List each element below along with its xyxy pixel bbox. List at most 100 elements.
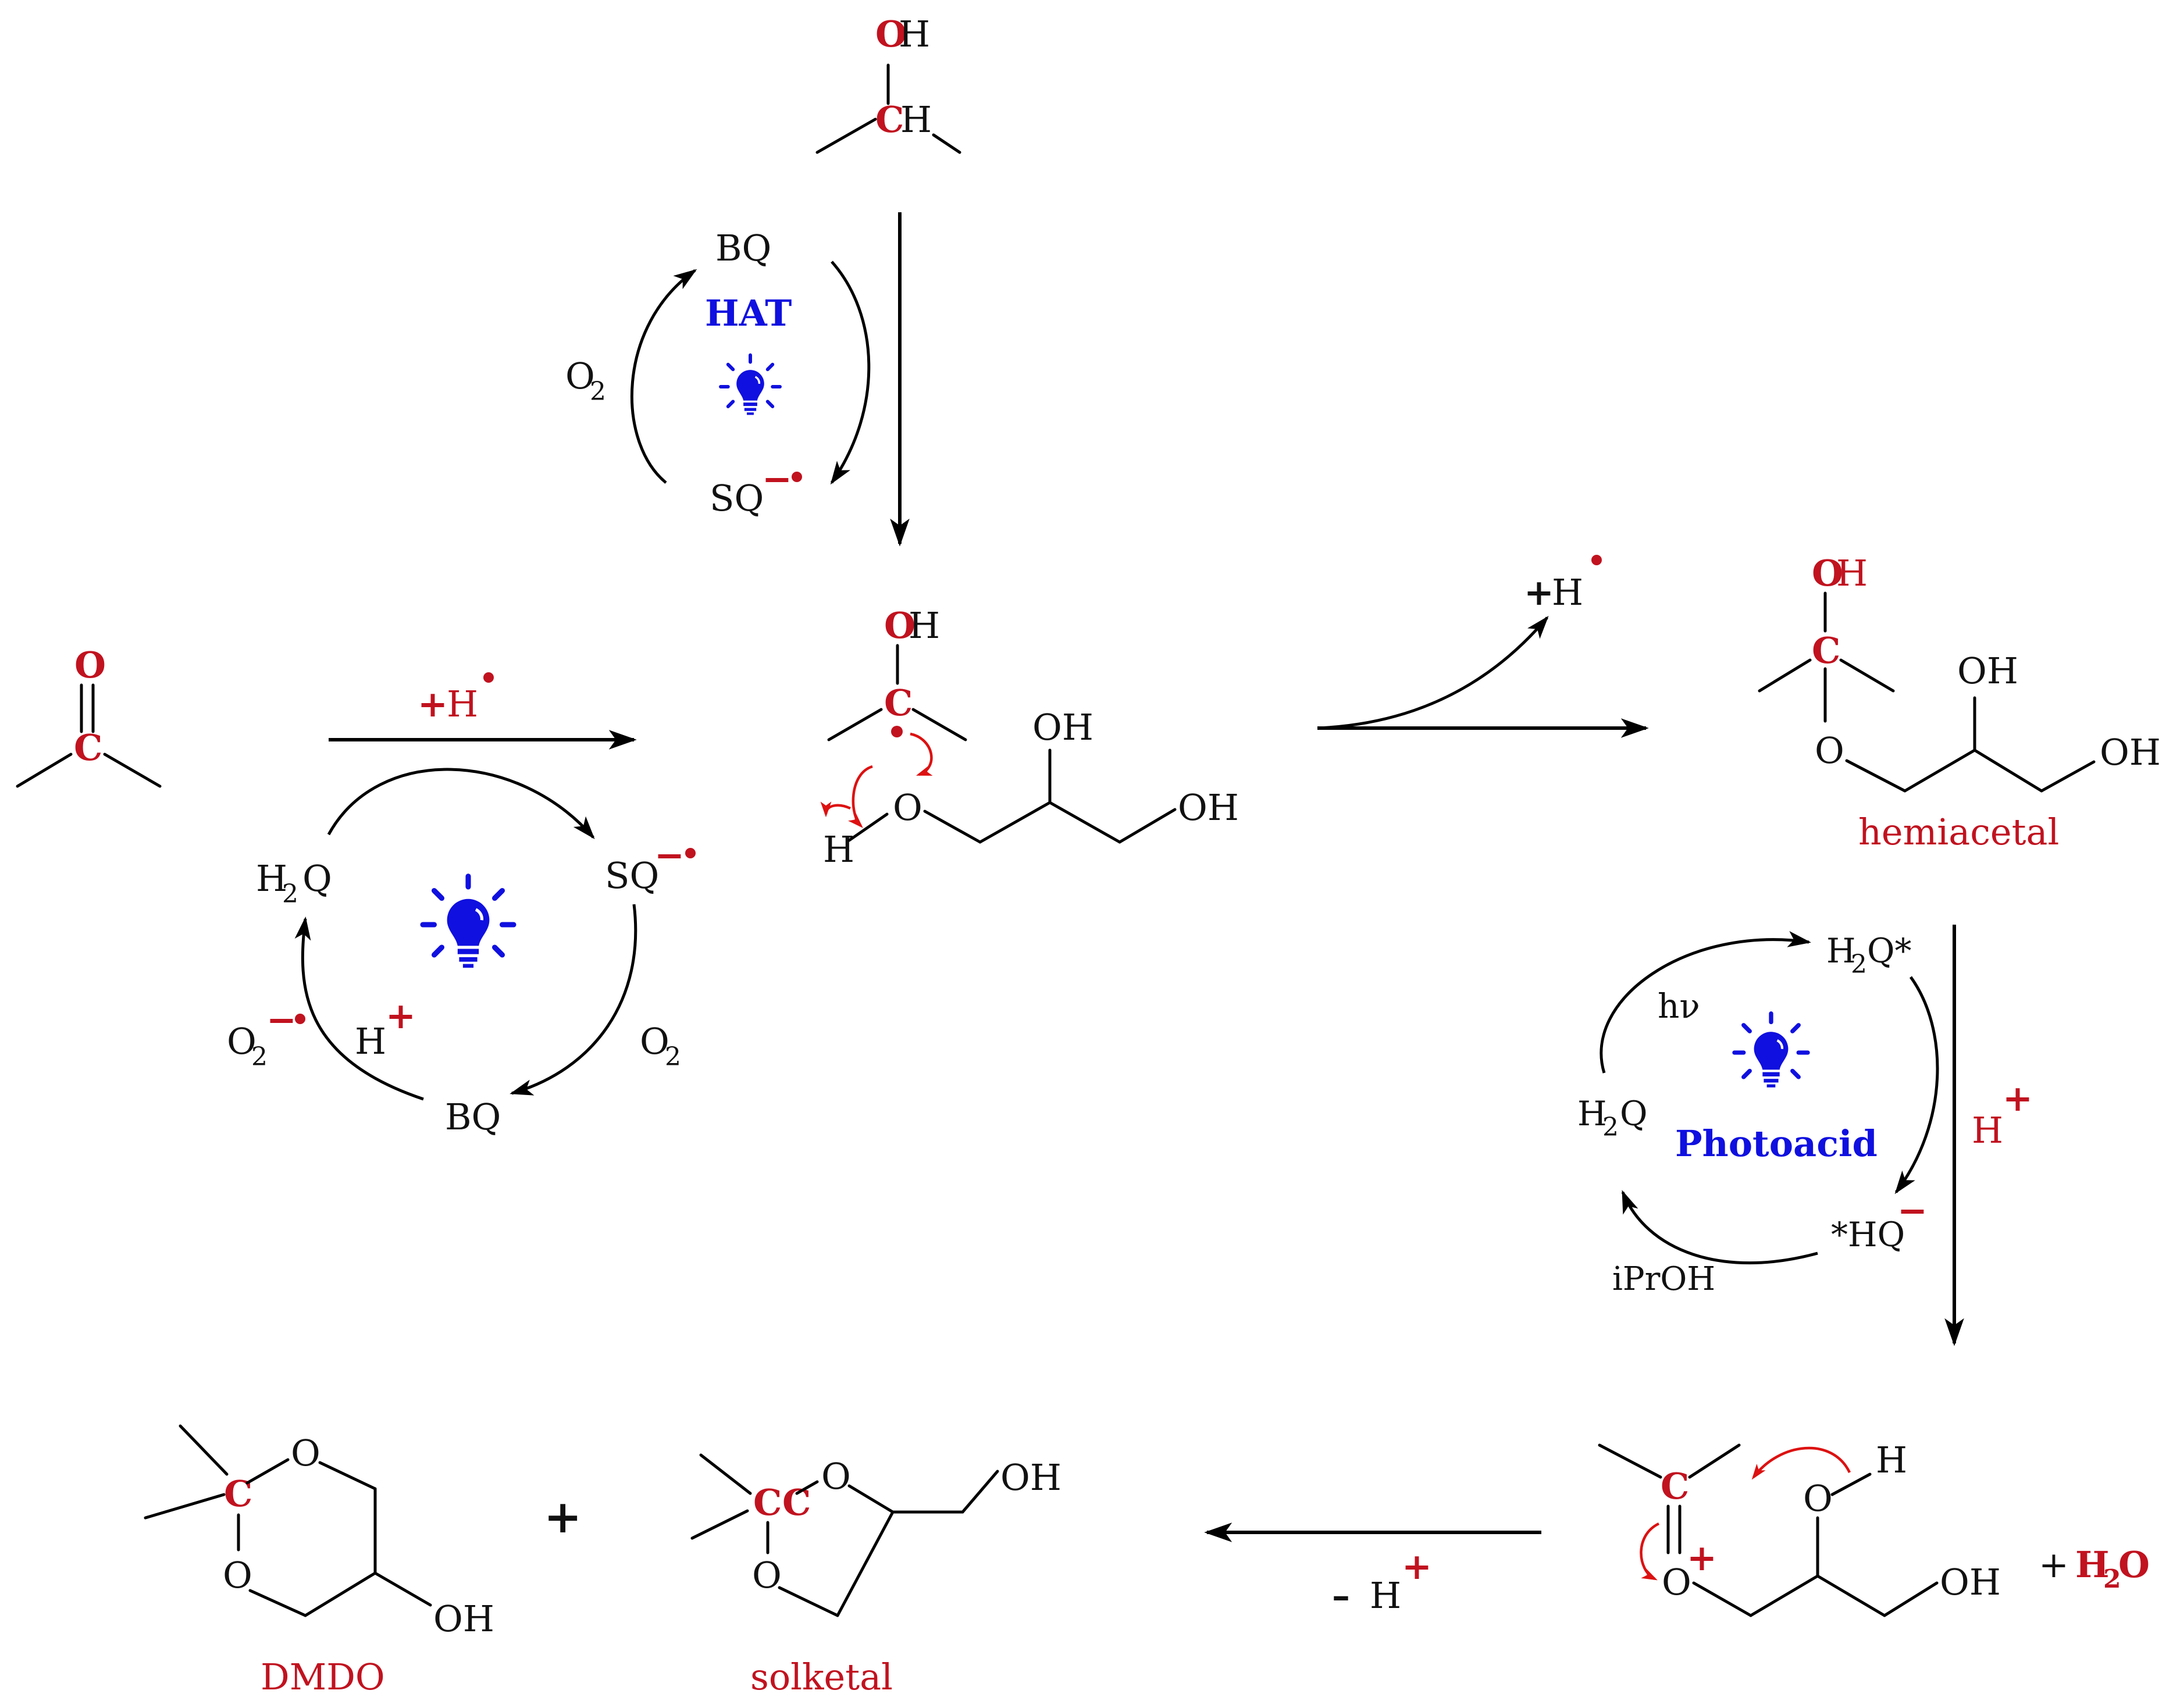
cycle-arrow (630, 269, 697, 484)
svg-text:2: 2 (1602, 1112, 1619, 1142)
o2-label: O (640, 1020, 669, 1062)
electron-arrow (910, 732, 933, 776)
hat-cycle: BQ HAT O 2 SQ − (565, 227, 871, 519)
plus-sign: + (418, 683, 448, 725)
electron-arrow (1751, 1446, 1851, 1480)
svg-text:+: + (2003, 1077, 2033, 1119)
plus-sign: + (544, 1491, 582, 1543)
atom-o: O (893, 786, 922, 829)
sq-label: SQ (605, 854, 659, 897)
radical-intermediate: O H C O H OH OH (820, 604, 1239, 871)
h2q-label: H (1577, 1094, 1607, 1133)
svg-text:−: − (762, 458, 792, 500)
h2q-excited-label: H (1826, 931, 1856, 971)
atom-h: H (899, 13, 930, 55)
hv-label: hν (1658, 986, 1700, 1026)
dmdo-name: DMDO (261, 1656, 385, 1698)
photoacid-label: Photoacid (1675, 1122, 1878, 1165)
svg-text:−: − (1897, 1189, 1928, 1232)
electron-arrow (848, 765, 873, 828)
atom-o: O (752, 1554, 782, 1596)
lightbulb-icon (423, 876, 514, 968)
cycle-arrow (1600, 931, 1811, 1074)
svg-text:2: 2 (251, 1042, 268, 1072)
bq-label: BQ (715, 227, 771, 269)
hydroxyl-label: OH (1000, 1456, 1061, 1499)
bq-label: BQ (445, 1096, 501, 1138)
electron-arrow (820, 801, 851, 818)
atom-o: O (875, 13, 907, 55)
hemiacetal-molecule: O H C O OH OH hemiacetal (1758, 552, 2161, 853)
hydroxyl-label: OH (433, 1598, 494, 1640)
atom-o: O (223, 1554, 252, 1596)
atom-c: C (74, 726, 102, 769)
atom-c: C (1812, 629, 1840, 672)
svg-text:+: + (1402, 1545, 1432, 1588)
hydroxyl-label: OH (1178, 786, 1239, 829)
svg-text:Q*: Q* (1867, 931, 1912, 971)
lightbulb-icon (721, 355, 780, 415)
atom-o: O (1803, 1477, 1833, 1520)
atom-c: C (884, 682, 913, 724)
hydroxyl-label: OH (1940, 1561, 2001, 1603)
svg-text:Q: Q (1620, 1094, 1648, 1133)
atom-c: C (875, 98, 904, 141)
quinone-cycle: H 2 Q SQ − BQ O 2 O 2 − H + (227, 768, 696, 1138)
cycle-arrow (294, 917, 424, 1101)
atom-o: O (884, 604, 915, 647)
cycle-arrow (1621, 1190, 1818, 1265)
proton-label: H (1972, 1109, 2003, 1151)
oxocarbenium-intermediate: C O + O H OH (1598, 1439, 2001, 1617)
atom-h: H (1876, 1439, 1907, 1481)
atom-h: H (909, 604, 940, 647)
isopropanol-molecule: O H C H (815, 13, 961, 154)
atom-h: H (1836, 552, 1868, 594)
hydroxyl-label: OH (1957, 650, 2018, 692)
hq-excited-label: *HQ (1831, 1215, 1905, 1254)
svg-text:+: + (386, 994, 416, 1037)
water-label: H (2075, 1543, 2110, 1586)
svg-text:2: 2 (1851, 950, 1867, 979)
charge-plus: + (1687, 1536, 1717, 1579)
superoxide-label: O (227, 1020, 257, 1062)
plus-sign: + (1524, 571, 1554, 614)
hemiacetal-name: hemiacetal (1858, 811, 2059, 853)
svg-text:2: 2 (2103, 1564, 2121, 1594)
svg-text:−: − (654, 834, 685, 876)
lightbulb-icon (1734, 1014, 1808, 1087)
iproh-label: iPrOH (1612, 1260, 1715, 1298)
branch-arrow (1317, 615, 1549, 730)
proton-label: H (1370, 1574, 1401, 1617)
atom-o: O (821, 1455, 851, 1497)
svg-text:−: − (266, 999, 297, 1041)
solketal-name: solketal (750, 1656, 893, 1698)
atom-c: C (1661, 1465, 1689, 1507)
atom-o: O (74, 644, 106, 686)
h-radical-label: H (1552, 571, 1583, 614)
o2-label: O (565, 355, 595, 397)
hydroxyl-label: OH (1032, 706, 1093, 748)
cycle-arrow (830, 261, 871, 485)
atom-h: H (823, 828, 854, 871)
svg-text:O: O (2118, 1543, 2150, 1586)
cycle-arrow (327, 768, 595, 840)
minus-sign: – (1332, 1574, 1350, 1617)
h-radical-label: H (447, 683, 478, 725)
cycle-arrow (1894, 976, 1939, 1194)
plus-sign: + (2039, 1543, 2069, 1586)
h2q-label: H (256, 857, 287, 900)
electron-arrow (1640, 1522, 1660, 1581)
atom-c: C (224, 1472, 252, 1515)
svg-text:2: 2 (590, 377, 606, 407)
atom-o: O (291, 1432, 320, 1474)
acetone-molecule: O C (16, 644, 162, 788)
atom-c: C (753, 1481, 782, 1524)
hydroxyl-label: OH (2100, 731, 2161, 773)
atom-o: O (1815, 729, 1844, 772)
atom-o: O (1812, 552, 1843, 594)
svg-text:2: 2 (282, 879, 298, 909)
proton-label: H (355, 1020, 386, 1062)
svg-text:2: 2 (665, 1042, 681, 1072)
hat-label: HAT (705, 292, 792, 334)
